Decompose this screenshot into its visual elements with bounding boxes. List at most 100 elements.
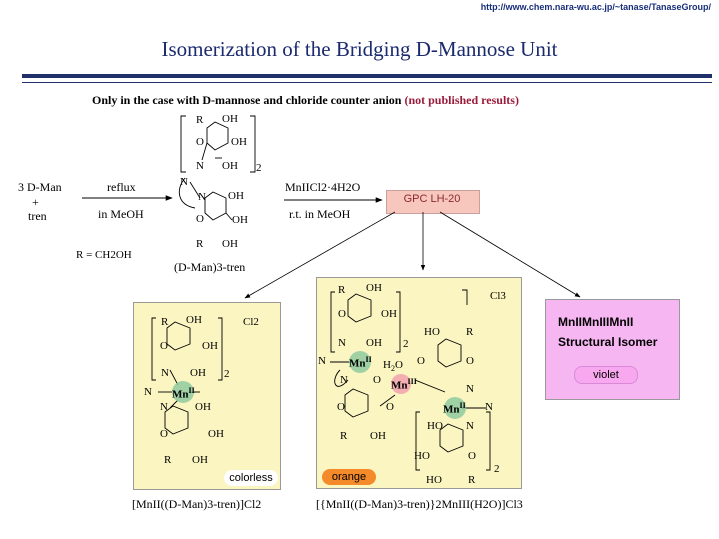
step1-solvent: in MeOH (98, 207, 144, 221)
step1-condition: reflux (107, 180, 136, 194)
right-color-tag: violet (574, 366, 638, 384)
metal-label: MnII (349, 355, 372, 370)
gpc-column-label: GPC LH-20 (403, 193, 461, 205)
right-product-subtitle: Structural Isomer (558, 335, 658, 349)
left-product-structure (151, 317, 223, 435)
atom-label: N (198, 191, 206, 203)
atom-label: N (196, 160, 204, 172)
left-counter-ion: Cl2 (243, 316, 259, 328)
atom-label: HO (424, 326, 440, 338)
atom-label: R (466, 326, 474, 338)
atom-label: OH (222, 113, 238, 125)
atom-label: R (196, 114, 204, 126)
to-right-arrow (439, 211, 581, 298)
atom-label: O (196, 136, 204, 148)
atom-label: O (338, 308, 346, 320)
atom-label: OH (370, 430, 386, 442)
atom-label: N (340, 374, 348, 386)
center-product-structure (330, 289, 491, 471)
atom-label: N (144, 386, 152, 398)
atom-label: OH (190, 367, 206, 379)
atom-label: N (318, 355, 326, 367)
source-url: http://www.chem.nara-wu.ac.jp/~tanase/Ta… (480, 2, 711, 12)
atom-label: O (160, 428, 168, 440)
atom-label: R (468, 474, 476, 486)
intermediate-structure (178, 115, 256, 221)
atom-label: O (196, 213, 204, 225)
center-counter-ion: Cl3 (490, 290, 506, 302)
reactant-tren: tren (28, 209, 47, 223)
bracket-count: 2 (224, 368, 230, 380)
atom-label: O (466, 355, 474, 367)
title-rule-thin (22, 82, 712, 83)
note-line: Only in the case with D-mannose and chlo… (92, 93, 519, 108)
mn-ii-center-b (444, 397, 466, 419)
atom-label: O (468, 450, 476, 462)
atom-label: OH (231, 136, 247, 148)
center-product-box (316, 277, 522, 489)
gpc-column-box (386, 190, 480, 214)
atom-label: OH (381, 308, 397, 320)
atom-label: OH (222, 238, 238, 250)
atom-label: N (161, 367, 169, 379)
atom-label: O (386, 401, 394, 413)
step2-solvent: r.t. in MeOH (289, 207, 351, 221)
mn-ii-center-a (349, 351, 371, 373)
mn-iii-center (391, 374, 411, 394)
atom-label: HO (414, 450, 430, 462)
atom-label: N (466, 420, 474, 432)
step2-reagent: MnIICl2·4H2O (285, 180, 361, 194)
bracket-count: 2 (256, 162, 262, 174)
reactant-dman: 3 D-Man (18, 180, 62, 194)
atom-label: R (338, 284, 346, 296)
atom-label: N (338, 337, 346, 349)
reactant-plus: + (32, 195, 39, 209)
atom-label: R (196, 238, 204, 250)
note-highlight: (not published results) (404, 93, 519, 107)
atom-label: HO (426, 474, 442, 486)
atom-label: OH (366, 337, 382, 349)
atom-label: OH (232, 214, 248, 226)
atom-label: OH (228, 190, 244, 202)
atom-label: OH (222, 160, 238, 172)
atom-label: O (337, 401, 345, 413)
left-product-formula: [MnII((D-Man)3-tren)]Cl2 (132, 497, 262, 511)
atom-label: OH (195, 401, 211, 413)
atom-label: N (466, 383, 474, 395)
water-ligand: H2O (383, 359, 403, 374)
mn-ii-center-left (172, 381, 194, 403)
atom-label: OH (192, 454, 208, 466)
atom-label: N (180, 176, 188, 188)
title-rule (22, 74, 712, 78)
atom-label: O (160, 340, 168, 352)
r-definition: R = CH2OH (76, 249, 132, 261)
page-title: Isomerization of the Bridging D-Mannose … (161, 37, 558, 61)
bracket-count: 2 (494, 463, 500, 475)
atom-label: OH (208, 428, 224, 440)
atom-label: OH (202, 340, 218, 352)
to-left-arrow (244, 211, 396, 299)
atom-label: HO (427, 420, 443, 432)
atom-label: R (340, 430, 348, 442)
atom-label: OH (186, 314, 202, 326)
metal-label: MnII (443, 401, 466, 416)
left-color-tag: colorless (224, 470, 278, 486)
atom-label: O (417, 355, 425, 367)
left-product-box (133, 302, 281, 490)
atom-label: R (161, 316, 169, 328)
atom-label: N (160, 401, 168, 413)
metal-label: MnIII (391, 377, 417, 392)
atom-label: N (485, 401, 493, 413)
center-product-formula: [{MnII((D-Man)3-tren)}2MnIII(H2O)]Cl3 (316, 497, 523, 511)
intermediate-label: (D-Man)3-tren (174, 260, 246, 274)
atom-label: O (373, 374, 381, 386)
atom-label: OH (366, 282, 382, 294)
note-text: Only in the case with D-mannose and chlo… (92, 93, 402, 107)
center-color-tag: orange (322, 469, 376, 485)
metal-label: MnII (172, 386, 195, 401)
right-product-title: MnIIMnIIIMnII (558, 315, 634, 329)
atom-label: R (164, 454, 172, 466)
bracket-count: 2 (403, 338, 409, 350)
